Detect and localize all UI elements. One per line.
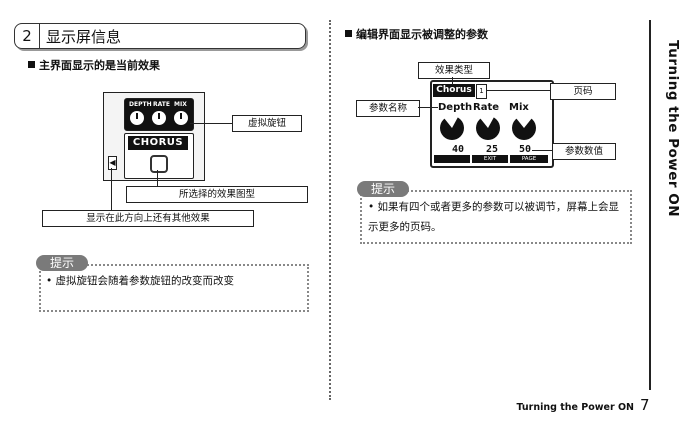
screen-param-value: 40 [452,144,465,155]
section-number: 2 [15,24,40,48]
callout-line [452,77,453,85]
screen-knob-icon [476,115,500,140]
callout-line [487,90,550,91]
square-bullet-icon [345,30,352,37]
screen-knob-graphics [440,114,536,140]
callout-line [418,107,438,108]
callout-virtual-knob: 虚拟旋钮 [232,115,302,132]
screen-effect-name: Chorus [433,84,475,97]
knob-icon [152,111,166,125]
column-divider [329,20,331,400]
callout-effect-icon: 所选择的效果图型 [126,186,308,203]
section-title: 显示屏信息 [46,27,122,46]
section-header: 2 显示屏信息 [14,23,306,49]
square-bullet-icon [28,61,35,68]
screen-param-name: Depth [438,102,473,113]
page-number: 7 [640,396,650,414]
screen-knob-icon [440,115,464,140]
callout-line [190,123,232,124]
hint-text: • 如果有四个或者更多的参数可以被调节，屏幕上会显示更多的页码。 [368,201,620,233]
right-heading: 编辑界面显示被调整的参数 [345,26,488,42]
scroll-left-arrow-icon: ◀ [108,156,117,170]
callout-param-name: 参数名称 [356,100,420,117]
callout-page-number: 页码 [550,83,616,100]
callout-more-effects: 显示在此方向上还有其他效果 [42,210,254,227]
screen-param-value: 25 [486,144,499,155]
callout-effect-type: 效果类型 [418,62,490,79]
knob-label: MIX [174,101,187,108]
knob-label: RATE [153,101,170,108]
screen-soft-key-page: PAGE [510,155,548,163]
screen-page-indicator: 1 [476,84,487,99]
footswitch-icon [150,155,168,173]
hint-box [39,264,309,312]
callout-line [532,150,552,151]
footer-title: Turning the Power ON [516,402,634,413]
hint-box [360,190,632,244]
callout-line [157,170,158,188]
screen-param-value: 50 [519,144,532,155]
knob-label: DEPTH [129,101,152,108]
chapter-side-tab-label: Turning the Power ON [665,40,681,218]
pedal-effect-name: CHORUS [128,136,188,150]
screen-param-name: Mix [509,102,529,113]
callout-param-value: 参数数值 [552,143,616,160]
virtual-knob-panel: DEPTH RATE MIX [124,98,194,131]
knob-icon [130,111,144,125]
hint-tab: 提示 [357,181,410,197]
hint-tab: 提示 [36,255,89,271]
screen-param-name: Rate [473,102,500,113]
left-heading: 主界面显示的是当前效果 [28,57,160,73]
callout-line [111,168,112,210]
hint-text: • 虚拟旋钮会随着参数旋钮的改变而改变 [46,275,235,287]
knob-icon [174,111,188,125]
screen-soft-key [434,155,470,163]
chapter-side-tab [649,20,684,390]
screen-soft-key-exit: EXIT [472,155,508,163]
screen-knob-icon [512,114,536,140]
